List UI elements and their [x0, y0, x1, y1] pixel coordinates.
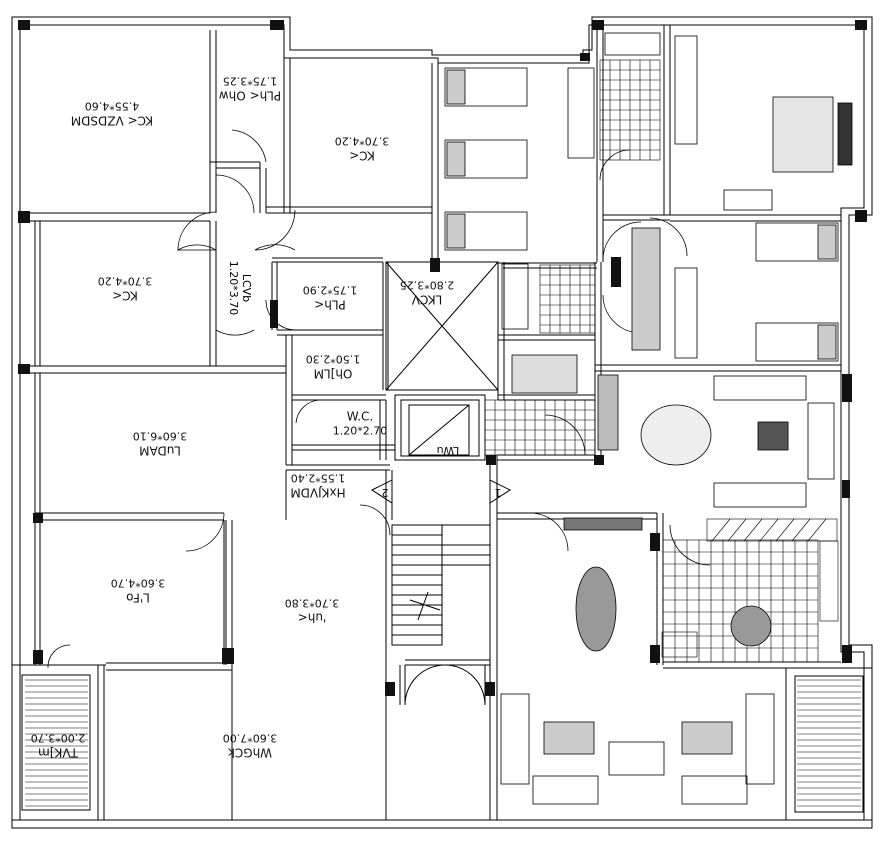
room-label-4: KC< 3.70*4.20 — [97, 274, 153, 303]
room-label-2: PLh< Ohw 1.75*3.25 — [218, 74, 282, 103]
room-label-11: 'uh< 3.70*3.80 — [284, 596, 340, 625]
stair-number-left: 2 — [381, 485, 389, 499]
room-label-7: Oh]LM 1.50*2.30 — [305, 352, 361, 381]
outer-wall — [11, 16, 873, 829]
door-swings — [47, 129, 711, 669]
room-label-13: TVK]m 2.00*3.70 — [30, 731, 86, 760]
room-label-10: L'Fo 3.60*4.70 — [110, 576, 166, 605]
bath-tiles — [484, 59, 661, 456]
outer-wall-inner — [19, 24, 865, 821]
room-label-9: HxKJVDM 1.55*2.40 — [290, 471, 346, 500]
room-label-8: LuDAM 3.60*6.10 — [132, 429, 188, 458]
room-label-3: KC< 3.70*4.20 — [334, 134, 390, 163]
stair-treads — [392, 534, 442, 636]
stair-number-right: 1 — [494, 485, 502, 499]
room-label-5: PLh< 1.75*2.90 — [302, 283, 358, 312]
beds — [444, 32, 853, 805]
stair-arrow-right — [489, 479, 512, 504]
corridor-label: LCVb 1.20*3.70 — [227, 260, 254, 316]
room-label-12: WhGCk 3.60*7.00 — [222, 731, 278, 760]
wc-label: W.C. 1.20*2.70 — [332, 409, 388, 438]
lift-label: LWu — [436, 443, 460, 457]
room-label-6: LKCV 2.80*3.25 — [399, 278, 455, 307]
stair-arrow-left — [370, 479, 393, 504]
room-label-1: KC< VZDSDM 4.55*4.60 — [70, 99, 154, 128]
